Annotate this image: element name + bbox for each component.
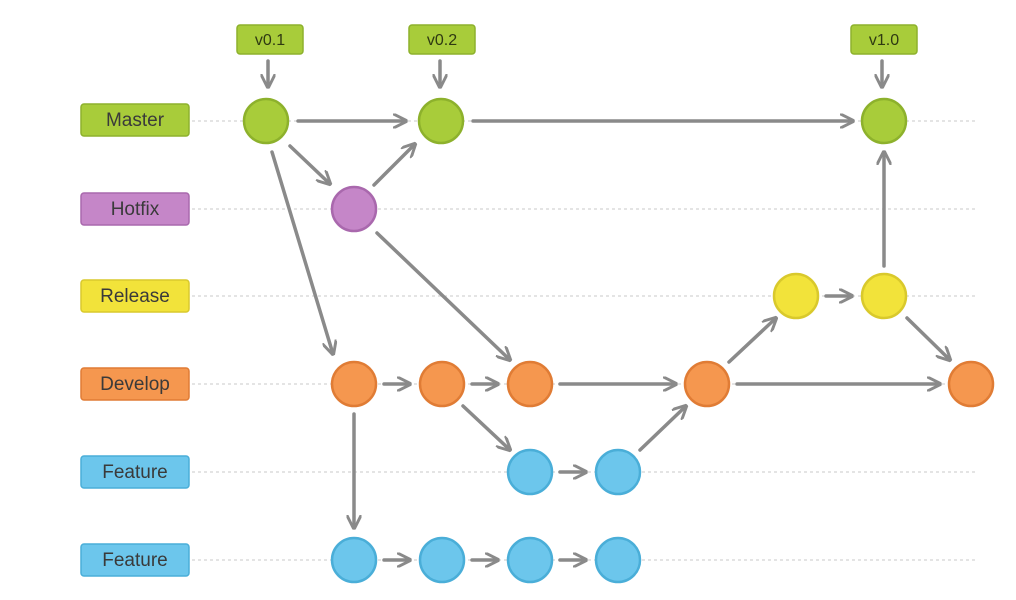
commit-feature-1-1 bbox=[506, 448, 554, 496]
commit-develop-2 bbox=[418, 360, 466, 408]
commit-feature-2-2 bbox=[418, 536, 466, 584]
version-tags: v0.1 v0.2 v1.0 bbox=[236, 24, 918, 55]
branch-label-feature-2: Feature bbox=[80, 543, 190, 577]
commits bbox=[242, 97, 995, 584]
branch-label-develop-text: Develop bbox=[100, 374, 170, 395]
commit-develop-1 bbox=[330, 360, 378, 408]
branch-label-hotfix-text: Hotfix bbox=[111, 199, 160, 220]
arrow-release-develop bbox=[905, 316, 950, 360]
commit-develop-3 bbox=[506, 360, 554, 408]
tag-v0-1: v0.1 bbox=[236, 24, 304, 55]
lane-guides bbox=[192, 120, 975, 561]
commit-feature-1-2 bbox=[594, 448, 642, 496]
commit-master-3 bbox=[860, 97, 908, 145]
commit-release-2 bbox=[860, 272, 908, 320]
tag-v0-1-text: v0.1 bbox=[255, 32, 285, 49]
arrow-develop-release bbox=[727, 318, 776, 364]
commit-hotfix-1 bbox=[330, 185, 378, 233]
commit-develop-4 bbox=[683, 360, 731, 408]
branch-label-develop: Develop bbox=[80, 367, 190, 401]
commit-feature-2-4 bbox=[594, 536, 642, 584]
arrow-m1-develop bbox=[270, 150, 333, 354]
branch-label-master: Master bbox=[80, 103, 190, 137]
branch-labels: Master Hotfix Release Develop Feature Fe… bbox=[80, 103, 190, 577]
branch-label-feature-1: Feature bbox=[80, 455, 190, 489]
commit-develop-5 bbox=[947, 360, 995, 408]
tag-v0-2-text: v0.2 bbox=[427, 32, 457, 49]
arrow-hotfix-m2 bbox=[372, 144, 415, 187]
branch-label-release: Release bbox=[80, 279, 190, 313]
arrow-feature-1-develop bbox=[638, 406, 686, 452]
commit-master-2 bbox=[417, 97, 465, 145]
branch-label-feature-2-text: Feature bbox=[102, 550, 167, 571]
tag-v1-0: v1.0 bbox=[850, 24, 918, 55]
arrow-m1-hotfix bbox=[288, 144, 330, 184]
tag-v1-0-text: v1.0 bbox=[869, 32, 899, 49]
commit-feature-2-1 bbox=[330, 536, 378, 584]
tag-v0-2: v0.2 bbox=[408, 24, 476, 55]
branch-label-feature-1-text: Feature bbox=[102, 462, 167, 483]
commit-feature-2-3 bbox=[506, 536, 554, 584]
arrows bbox=[268, 59, 950, 560]
branch-label-release-text: Release bbox=[100, 286, 170, 307]
commit-master-1 bbox=[242, 97, 290, 145]
arrow-d2-feature-1 bbox=[461, 404, 510, 450]
commit-release-1 bbox=[772, 272, 820, 320]
arrow-hotfix-develop bbox=[375, 231, 510, 360]
branch-label-master-text: Master bbox=[106, 110, 165, 131]
branch-label-hotfix: Hotfix bbox=[80, 192, 190, 226]
